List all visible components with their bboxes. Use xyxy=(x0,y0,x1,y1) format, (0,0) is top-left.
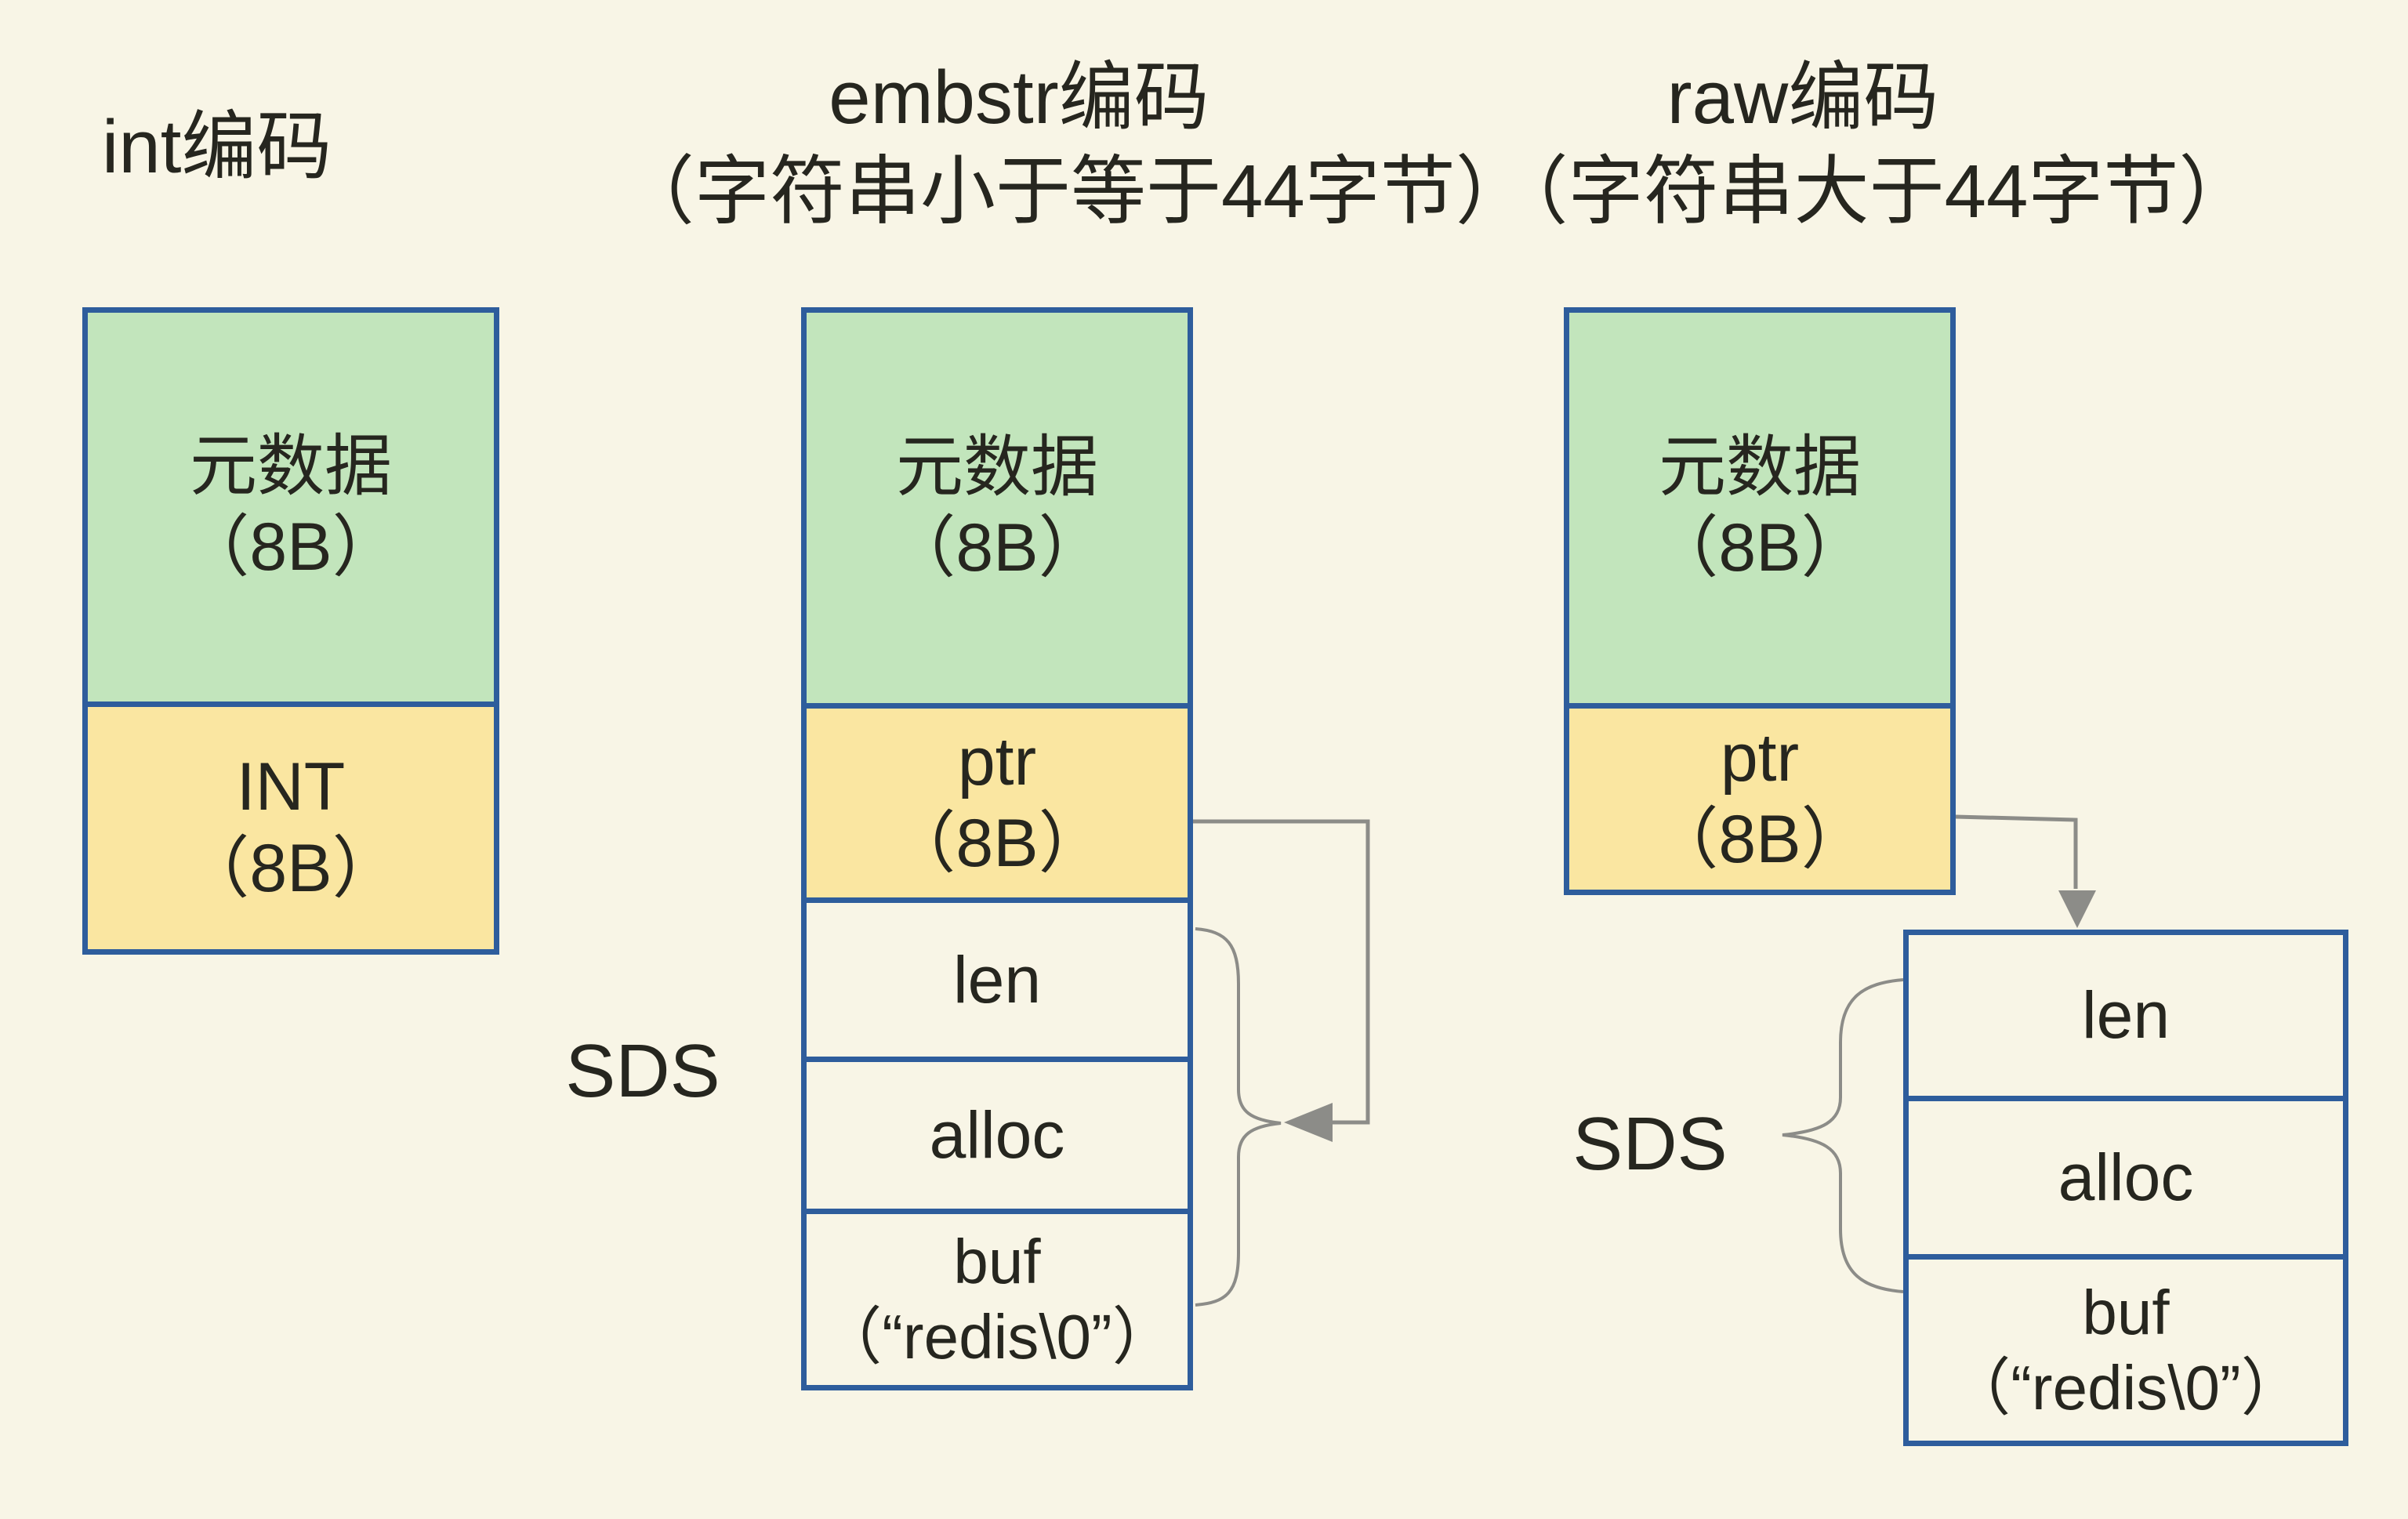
embstr-title-text: embstr编码 xyxy=(829,56,1209,140)
embstr-column-title-line2: （字符串小于等于44字节） xyxy=(619,150,1531,234)
embstr-ptr-arrowhead-icon xyxy=(1284,1103,1333,1142)
embstr-alloc-label: alloc xyxy=(929,1098,1065,1173)
embstr-alloc-box: alloc xyxy=(801,1057,1193,1214)
raw-sds-brace xyxy=(1782,978,1904,1293)
embstr-sds-text: SDS xyxy=(565,1029,720,1113)
raw-ptr-box: ptr （8B） xyxy=(1564,703,1956,895)
embstr-column-title-line1: embstr编码 xyxy=(705,56,1333,140)
embstr-len-box: len xyxy=(801,897,1193,1062)
int-title-text: int编码 xyxy=(102,105,332,189)
embstr-meta-box: 元数据 （8B） xyxy=(801,307,1193,709)
raw-title-subtext: （字符串大于44字节） xyxy=(1492,150,2254,234)
embstr-ptr-box: ptr （8B） xyxy=(801,703,1193,903)
raw-ptr-size: （8B） xyxy=(1651,801,1869,877)
raw-meta-size: （8B） xyxy=(1651,510,1869,585)
raw-alloc-label: alloc xyxy=(2058,1140,2194,1215)
raw-ptr-arrowhead-icon xyxy=(2058,890,2096,928)
raw-ptr-pointer-line xyxy=(1955,814,2078,889)
embstr-buf-content: （“redis\0”） xyxy=(819,1302,1175,1372)
raw-column-title-line1: raw编码 xyxy=(1568,56,2038,140)
raw-meta-box: 元数据 （8B） xyxy=(1564,307,1956,709)
raw-len-label: len xyxy=(2081,978,2170,1053)
embstr-meta-label: 元数据 xyxy=(896,429,1098,505)
int-meta-label: 元数据 xyxy=(190,428,392,504)
embstr-sds-brace xyxy=(1195,927,1282,1307)
raw-title-text: raw编码 xyxy=(1666,56,1939,140)
int-meta-size: （8B） xyxy=(182,509,400,585)
embstr-buf-box: buf （“redis\0”） xyxy=(801,1209,1193,1390)
raw-sds-text: SDS xyxy=(1572,1102,1728,1186)
int-value-box: INT （8B） xyxy=(82,701,499,955)
raw-meta-label: 元数据 xyxy=(1659,429,1861,505)
embstr-title-subtext: （字符串小于等于44字节） xyxy=(619,150,1531,234)
raw-sds-label: SDS xyxy=(1536,1101,1764,1187)
int-column-title: int编码 xyxy=(102,106,332,189)
raw-buf-label: buf xyxy=(2082,1277,2170,1347)
embstr-meta-size: （8B） xyxy=(888,510,1106,585)
int-value-label: INT xyxy=(236,749,346,825)
raw-ptr-label: ptr xyxy=(1720,720,1800,796)
embstr-buf-label: buf xyxy=(953,1227,1041,1296)
embstr-sds-label: SDS xyxy=(533,1028,752,1115)
raw-buf-content: （“redis\0”） xyxy=(1948,1352,2304,1423)
embstr-ptr-size: （8B） xyxy=(888,805,1106,881)
raw-alloc-box: alloc xyxy=(1903,1096,2348,1260)
embstr-ptr-label: ptr xyxy=(957,724,1037,800)
int-value-size: （8B） xyxy=(182,830,400,906)
embstr-len-label: len xyxy=(952,942,1042,1017)
raw-buf-box: buf （“redis\0”） xyxy=(1903,1254,2348,1446)
int-meta-box: 元数据 （8B） xyxy=(82,307,499,707)
raw-len-box: len xyxy=(1903,930,2348,1101)
raw-column-title-line2: （字符串大于44字节） xyxy=(1481,150,2265,234)
embstr-ptr-pointer-line xyxy=(1193,819,1370,1125)
